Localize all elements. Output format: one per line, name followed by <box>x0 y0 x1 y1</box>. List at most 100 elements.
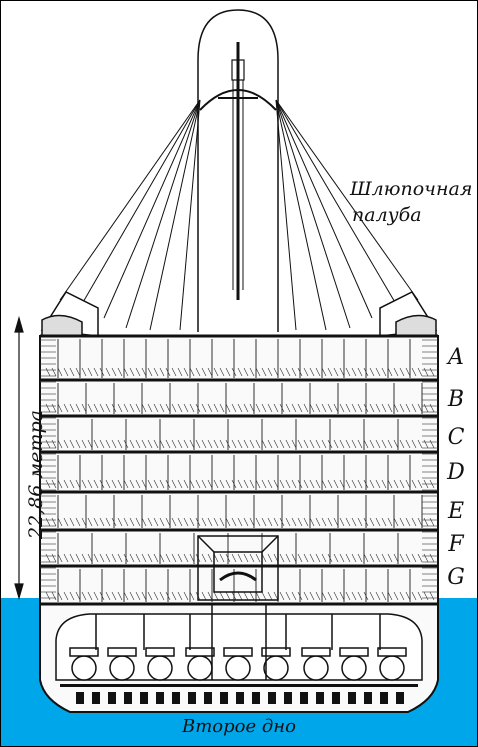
cabin-hatch <box>363 517 369 527</box>
tank-cylinder <box>341 655 367 681</box>
cabin-hatch <box>207 553 213 563</box>
cabin-hatch <box>393 553 399 563</box>
cabin-hatch <box>255 517 261 527</box>
cabin-hatch <box>381 439 387 449</box>
cabin-hatch <box>57 517 63 527</box>
cabin-hatch <box>393 591 399 601</box>
cabin-hatch <box>333 479 339 489</box>
cabin-hatch <box>111 439 117 449</box>
cabin-hatch <box>105 517 111 527</box>
cabin-hatch <box>207 367 213 377</box>
tank-top <box>69 647 99 657</box>
cabin-hatch <box>249 517 255 527</box>
cabin-hatch <box>357 479 363 489</box>
cabin-hatch <box>93 553 99 563</box>
cabin-hatch <box>171 439 177 449</box>
rigging-line <box>179 99 201 331</box>
cabin-hatch <box>321 403 327 413</box>
cabin-hatch <box>189 403 195 413</box>
cabin-hatch <box>213 403 219 413</box>
cabin-hatch <box>417 479 423 489</box>
cabin-hatch <box>375 439 381 449</box>
cabin-hatch <box>219 553 225 563</box>
cabin-hatch <box>273 479 279 489</box>
cabin-hatch <box>309 517 315 527</box>
cabin-hatch <box>297 591 303 601</box>
cabin-hatch <box>147 553 153 563</box>
cabin-hatch <box>207 591 213 601</box>
cabin-hatch <box>63 517 69 527</box>
keel-frame <box>252 692 260 704</box>
cabin-hatch <box>411 591 417 601</box>
cabin-hatch <box>315 591 321 601</box>
cabin-hatch <box>129 553 135 563</box>
deck-floors <box>40 334 438 606</box>
cabin-hatch <box>243 591 249 601</box>
cabin-hatch <box>171 517 177 527</box>
rigging-lines <box>59 99 419 331</box>
cabin-hatch <box>75 553 81 563</box>
cabin-hatch <box>159 553 165 563</box>
cabin-hatch <box>351 479 357 489</box>
cabin-hatch <box>243 439 249 449</box>
cabin-hatch <box>411 403 417 413</box>
cabin-hatch <box>333 591 339 601</box>
cabin-hatch <box>183 439 189 449</box>
cabin-hatch <box>267 439 273 449</box>
cabin-hatch <box>297 367 303 377</box>
rigging-line <box>275 99 373 319</box>
cabin-hatch <box>375 403 381 413</box>
cabin-hatch <box>171 591 177 601</box>
tank-cylinder <box>379 655 405 681</box>
cabin-hatch <box>339 403 345 413</box>
cabin-hatch <box>63 553 69 563</box>
cabin-hatch <box>399 553 405 563</box>
cabin-hatch <box>129 517 135 527</box>
cabin-hatch <box>57 479 63 489</box>
cabin-hatch <box>393 439 399 449</box>
cabin-hatch <box>87 439 93 449</box>
cabin-hatch <box>351 403 357 413</box>
cabin-hatch <box>291 367 297 377</box>
cabin-hatch <box>333 403 339 413</box>
cabin-hatch <box>291 479 297 489</box>
boat-deck-label-line2: палуба <box>352 204 422 226</box>
rigging-line <box>125 99 201 329</box>
cabin-hatch <box>315 403 321 413</box>
cabin-hatch <box>117 479 123 489</box>
cabin-hatch <box>195 517 201 527</box>
cabin-hatch <box>399 367 405 377</box>
cabin-hatch <box>423 439 429 449</box>
second-bottom-label: Второе дно <box>182 716 296 737</box>
cabin-hatch <box>129 439 135 449</box>
cabin-hatch <box>45 553 51 563</box>
cabin-hatch <box>417 591 423 601</box>
cabin-hatch <box>345 403 351 413</box>
cabin-hatch <box>279 553 285 563</box>
tank-deck <box>55 613 423 681</box>
cabin-hatch <box>45 403 51 413</box>
cabin-hatch <box>351 517 357 527</box>
cabin-hatch <box>237 517 243 527</box>
cabin-hatch <box>225 403 231 413</box>
cabin-hatch <box>399 591 405 601</box>
deck-label-f: F <box>448 532 464 557</box>
cabin-hatch <box>201 591 207 601</box>
cabin-hatch <box>309 439 315 449</box>
cabin-hatch <box>219 439 225 449</box>
cabin-hatch <box>321 591 327 601</box>
cabin-hatch <box>51 439 57 449</box>
cabin-hatch <box>273 367 279 377</box>
cabin-hatch <box>225 517 231 527</box>
cabin-hatch <box>231 553 237 563</box>
cabin-hatch <box>381 591 387 601</box>
cabin-hatch <box>321 439 327 449</box>
cabin-hatch <box>333 553 339 563</box>
cabin-hatch <box>57 591 63 601</box>
cabin-hatch <box>135 591 141 601</box>
cabin-hatch <box>165 517 171 527</box>
cabin-hatch <box>255 439 261 449</box>
cabin-hatch <box>423 367 429 377</box>
rigging-line <box>275 99 397 305</box>
cabin-hatch <box>255 403 261 413</box>
